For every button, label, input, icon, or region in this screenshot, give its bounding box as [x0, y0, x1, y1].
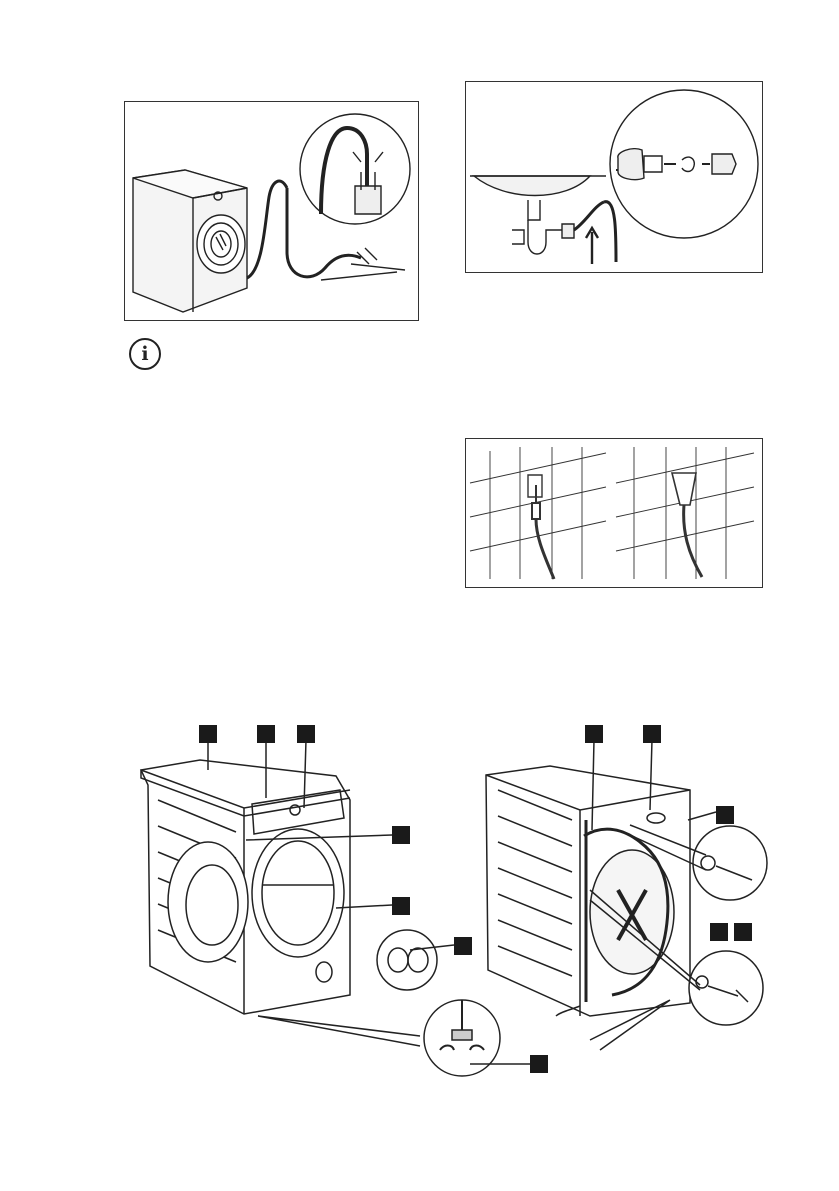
- callout-marker: [454, 937, 472, 955]
- callout-marker: [199, 725, 217, 743]
- callout-marker: [710, 923, 728, 941]
- callout-marker: [257, 725, 275, 743]
- callout-marker: [716, 806, 734, 824]
- callout-marker: [643, 725, 661, 743]
- callout-marker: [530, 1055, 548, 1073]
- callout-marker: [734, 923, 752, 941]
- callout-marker: [297, 725, 315, 743]
- callout-marker: [392, 826, 410, 844]
- callout-marker: [585, 725, 603, 743]
- callout-marker: [392, 897, 410, 915]
